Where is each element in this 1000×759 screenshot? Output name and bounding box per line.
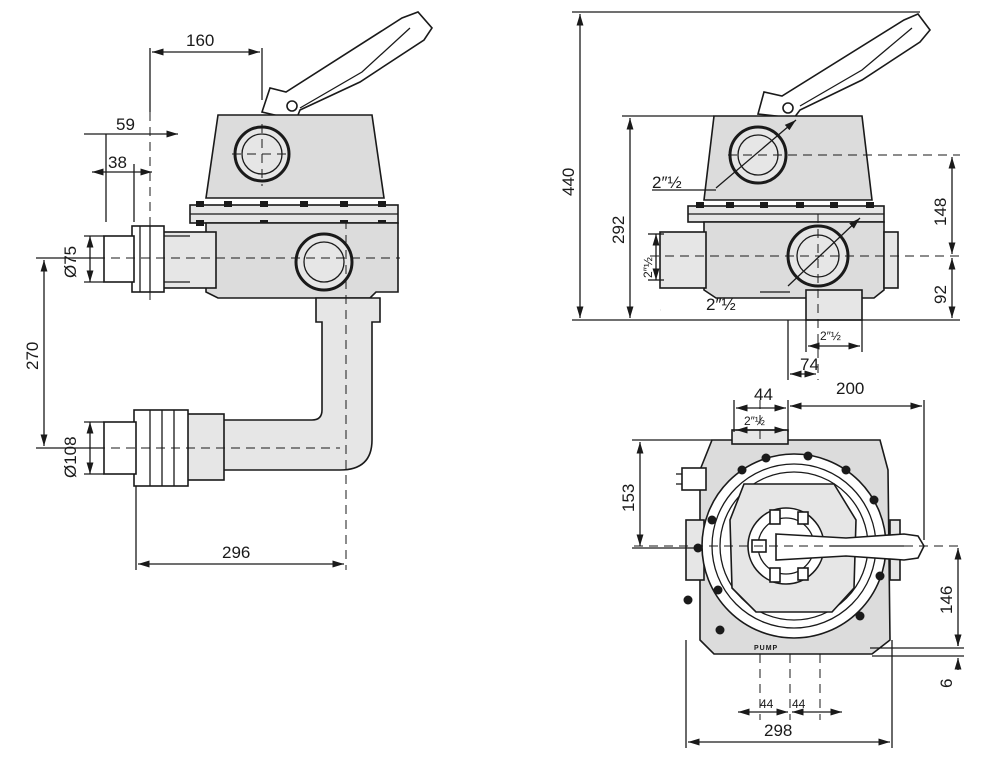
side-pipe xyxy=(221,297,381,471)
side-top-housing xyxy=(205,114,385,199)
dim-38: 38 xyxy=(108,153,127,172)
dim-44-right: 44 xyxy=(792,697,806,711)
dim-160: 160 xyxy=(186,31,214,50)
top-handle-arm xyxy=(775,533,925,561)
thread-top-label: 2″½ xyxy=(652,173,682,192)
dim-59: 59 xyxy=(116,115,135,134)
side-union-top xyxy=(131,225,165,293)
top-view: PUMP 44 2″½ 200 153 146 6 xyxy=(619,379,964,748)
dim-270: 270 xyxy=(23,342,42,370)
dim-298: 298 xyxy=(764,721,792,740)
dim-292: 292 xyxy=(609,216,628,244)
dim-92: 92 xyxy=(931,285,950,304)
dim-200: 200 xyxy=(836,379,864,398)
dim-153: 153 xyxy=(619,484,638,512)
side-handle xyxy=(260,11,434,121)
thread-bottom-label: 2″½ xyxy=(820,329,841,343)
front-flange-bolts xyxy=(696,202,874,208)
dim-296: 296 xyxy=(222,543,250,562)
dim-d75: Ø75 xyxy=(61,246,80,278)
dim-44-left: 44 xyxy=(760,697,774,711)
thread-center-label: 2″½ xyxy=(706,295,736,314)
dim-440: 440 xyxy=(559,168,578,196)
dim-74: 74 xyxy=(800,355,819,374)
dim-6: 6 xyxy=(937,679,956,688)
thread-top-view-label: 2″½ xyxy=(744,414,765,428)
front-view: 440 292 2″½ 2″½ 2″½ 148 92 2″½ 74 xyxy=(559,11,960,380)
front-handle xyxy=(756,13,932,119)
dim-148: 148 xyxy=(931,198,950,226)
thread-left-label: 2″½ xyxy=(641,257,655,278)
dim-146: 146 xyxy=(937,586,956,614)
pump-label: PUMP xyxy=(754,645,778,652)
side-view: 160 59 38 Ø75 270 Ø108 296 xyxy=(23,11,434,570)
top-bolts xyxy=(683,451,885,635)
dim-d108: Ø108 xyxy=(61,436,80,478)
dim-44-top: 44 xyxy=(754,385,773,404)
